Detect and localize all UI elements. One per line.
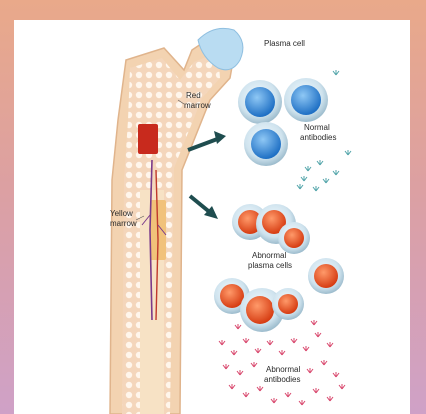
label-yellow-marrow-line2: marrow bbox=[110, 219, 137, 228]
diagram-frame: Plasma cell Red marrow Yellow marrow Nor… bbox=[14, 20, 410, 414]
label-normal-antibodies-line1: Normal bbox=[304, 123, 330, 132]
label-abnormal-plasma-cells-line1: Abnormal bbox=[252, 251, 286, 260]
arrow-to-abnormal-cells bbox=[190, 196, 218, 219]
label-plasma-cell: Plasma cell bbox=[264, 39, 305, 48]
red-marrow-region bbox=[138, 124, 158, 154]
label-abnormal-antibodies-line2: antibodies bbox=[264, 375, 300, 384]
multiple-myeloma-diagram: Plasma cell Red marrow Yellow marrow Nor… bbox=[14, 20, 410, 414]
label-normal-antibodies-line2: antibodies bbox=[300, 133, 336, 142]
label-yellow-marrow-line1: Yellow bbox=[110, 209, 133, 218]
label-abnormal-antibodies-line1: Abnormal bbox=[266, 365, 300, 374]
label-abnormal-plasma-cells-line2: plasma cells bbox=[248, 261, 292, 270]
abnormal-antibodies bbox=[219, 320, 345, 405]
label-red-marrow-line2: marrow bbox=[184, 101, 211, 110]
normal-plasma-cells bbox=[238, 78, 328, 166]
label-red-marrow-line1: Red bbox=[186, 91, 201, 100]
